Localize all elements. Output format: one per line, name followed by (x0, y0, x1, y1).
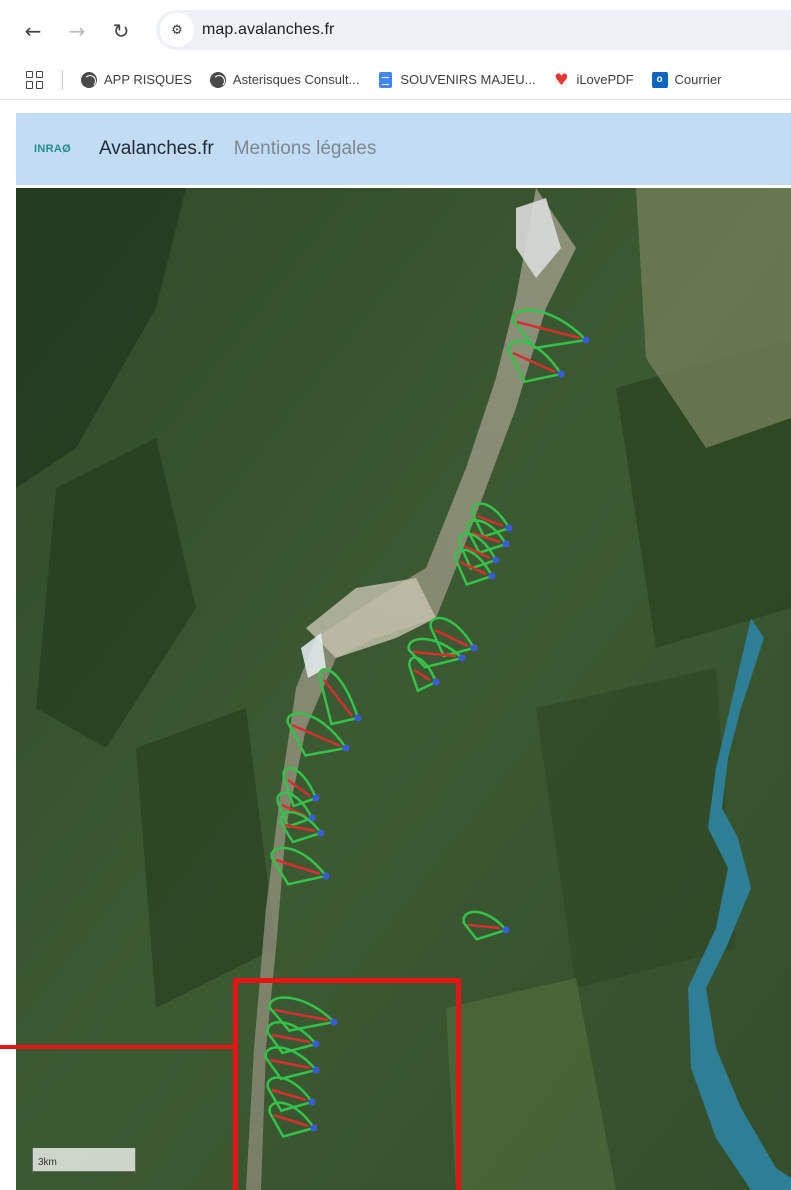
apps-grid-icon[interactable] (26, 70, 44, 89)
forest-patch (136, 708, 276, 1008)
avalanche-marker[interactable] (458, 654, 466, 662)
avalanche-marker[interactable] (312, 1040, 320, 1048)
bookmark-souvenirs[interactable]: SOUVENIRS MAJEU... (377, 71, 536, 88)
scale-label: 3km (38, 1157, 57, 1168)
avalanche-path[interactable] (273, 1113, 309, 1128)
avalanche-path[interactable] (412, 650, 457, 658)
avalanche-path[interactable] (434, 628, 469, 648)
avalanche-path[interactable] (413, 668, 431, 682)
avalanche-marker[interactable] (557, 370, 565, 378)
lake-water (688, 618, 791, 1190)
bookmark-label: SOUVENIRS MAJEU... (400, 72, 536, 87)
avalanche-path[interactable] (463, 544, 491, 560)
avalanche-path[interactable] (291, 723, 341, 748)
inrae-logo[interactable]: INRAØ (34, 143, 71, 155)
avalanche-path[interactable] (476, 514, 504, 528)
heart-icon: ♥ (554, 69, 569, 89)
map-canvas[interactable] (16, 188, 791, 1190)
outlook-icon: o (651, 71, 668, 88)
avalanche-marker[interactable] (310, 1124, 318, 1132)
forward-arrow-icon[interactable]: → (68, 19, 86, 43)
avalanche-path[interactable] (271, 1033, 311, 1044)
summit-rocks (306, 578, 436, 658)
avalanche-path[interactable] (275, 858, 321, 876)
avalanche-marker[interactable] (488, 572, 496, 580)
avalanche-marker[interactable] (342, 744, 350, 752)
satellite-map[interactable]: 3km (16, 188, 791, 1190)
avalanche-path[interactable] (284, 823, 316, 833)
browser-toolbar: ← → ↻ ⚙ map.avalanches.fr (0, 0, 791, 60)
avalanche-marker[interactable] (312, 1066, 320, 1074)
avalanche-path[interactable] (471, 531, 501, 544)
avalanche-path[interactable] (512, 351, 556, 374)
avalanche-path[interactable] (459, 560, 487, 576)
mountain-ridge (246, 188, 576, 1190)
reload-icon[interactable]: ↻ (112, 19, 130, 43)
avalanche-marker[interactable] (330, 1018, 338, 1026)
snowfield (516, 198, 561, 278)
bookmark-courrier[interactable]: o Courrier (651, 71, 722, 88)
url-text[interactable]: map.avalanches.fr (202, 21, 335, 38)
avalanche-marker[interactable] (505, 524, 513, 532)
avalanche-path[interactable] (516, 320, 581, 340)
avalanche-path[interactable] (467, 923, 501, 930)
back-arrow-icon[interactable]: ← (24, 19, 42, 43)
avalanche-marker[interactable] (582, 336, 590, 344)
forest-patch (16, 188, 186, 488)
forest-patch (536, 668, 736, 988)
bookmark-ilovepdf[interactable]: ♥ iLovePDF (553, 69, 634, 89)
brand-link[interactable]: Avalanches.fr (98, 138, 214, 159)
avalanche-marker[interactable] (502, 926, 510, 934)
avalanche-marker[interactable] (502, 540, 510, 548)
avalanche-marker[interactable] (322, 872, 330, 880)
callout-line (0, 1045, 236, 1049)
globe-icon (209, 71, 226, 88)
bookmark-label: APP RISQUES (104, 72, 192, 87)
bookmark-label: iLovePDF (576, 72, 634, 87)
avalanche-marker[interactable] (312, 794, 320, 802)
site-info-icon[interactable]: ⚙ (160, 13, 194, 47)
bookmarks-bar: APP RISQUES Asterisques Consult... SOUVE… (0, 60, 791, 100)
avalanche-marker[interactable] (470, 644, 478, 652)
bookmark-label: Courrier (674, 72, 722, 87)
avalanche-marker[interactable] (432, 678, 440, 686)
address-bar[interactable]: ⚙ map.avalanches.fr (156, 10, 791, 50)
avalanche-path[interactable] (273, 1008, 329, 1022)
bookmark-label: Asterisques Consult... (232, 72, 360, 87)
app-navbar: INRAØ Avalanches.fr Mentions légales (16, 113, 791, 185)
avalanche-layer (264, 308, 590, 1138)
avalanche-marker[interactable] (317, 829, 325, 837)
bookmark-app-risques[interactable]: APP RISQUES (81, 71, 192, 88)
avalanche-path[interactable] (271, 1088, 307, 1102)
farmland (636, 188, 791, 448)
farmland (446, 978, 616, 1190)
forest-patch (36, 438, 196, 748)
bookmarks-divider (62, 69, 63, 90)
avalanche-path[interactable] (323, 679, 353, 717)
scale-bar: 3km (32, 1148, 136, 1172)
bookmark-asterisques[interactable]: Asterisques Consult... (209, 71, 360, 88)
globe-icon (81, 71, 97, 88)
highlight-rectangle (233, 978, 461, 1190)
snowfield (301, 633, 326, 678)
avalanche-path[interactable] (269, 1058, 311, 1070)
mentions-legales-link[interactable]: Mentions légales (233, 138, 377, 159)
avalanche-marker[interactable] (354, 714, 362, 722)
avalanche-marker[interactable] (308, 1098, 316, 1106)
avalanche-marker[interactable] (492, 556, 500, 564)
avalanche-path[interactable] (287, 778, 311, 798)
document-icon (377, 71, 393, 88)
